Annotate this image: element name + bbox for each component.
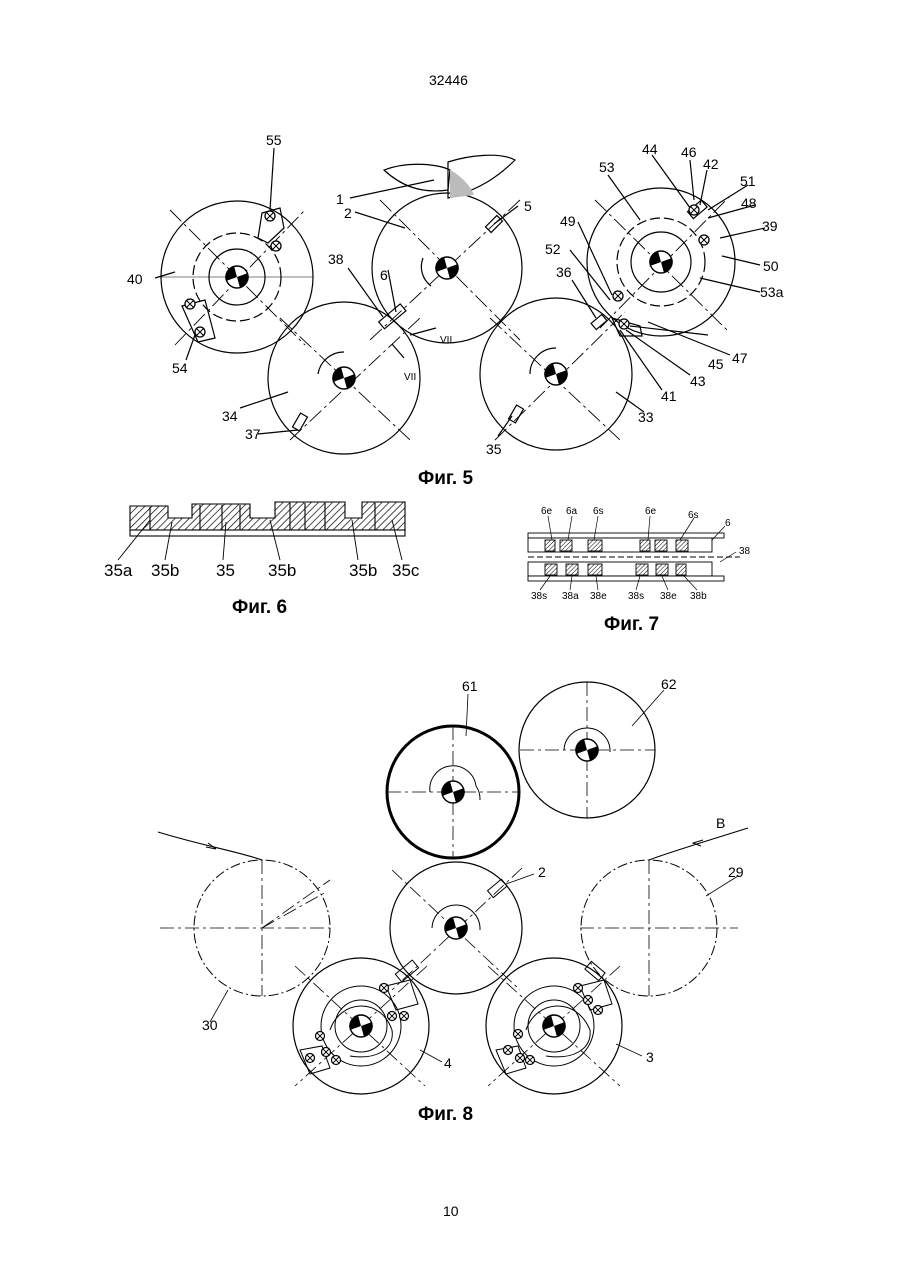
fig5-label-34: 34 xyxy=(222,408,238,424)
fig7-label-6a: 6a xyxy=(566,506,578,517)
fig7-label-6: 6 xyxy=(725,518,731,529)
page-number: 10 xyxy=(443,1203,459,1219)
figure-5-caption: Фиг. 5 xyxy=(418,468,473,490)
fig8-label-3: 3 xyxy=(646,1049,654,1065)
fig8-label-61: 61 xyxy=(462,678,478,694)
fig5-label-49: 49 xyxy=(560,213,576,229)
fig6-label-35: 35 xyxy=(216,561,235,580)
fig5-label-37: 37 xyxy=(245,426,261,442)
fig5-label-6: 6 xyxy=(380,267,388,283)
fig5-label-38: 38 xyxy=(328,251,344,267)
fig7-label-38e-2: 38e xyxy=(660,591,677,602)
fig5-label-vii-lower: VII xyxy=(404,372,416,383)
fig6-label-35b-2: 35b xyxy=(268,561,296,580)
fig6-label-35a: 35a xyxy=(104,561,133,580)
fig5-label-44: 44 xyxy=(642,141,658,157)
fig7-label-38s-2: 38s xyxy=(628,591,644,602)
fig5-label-43: 43 xyxy=(690,373,706,389)
fig6-label-35b-1: 35b xyxy=(151,561,179,580)
fig5-label-5: 5 xyxy=(524,198,532,214)
fig7-label-38b: 38b xyxy=(690,591,707,602)
fig5-label-54: 54 xyxy=(172,360,188,376)
fig8-label-B: B xyxy=(716,815,725,831)
fig7-label-38s-1: 38s xyxy=(531,591,547,602)
fig5-label-vii-upper: VII xyxy=(440,335,452,346)
fig5-label-36: 36 xyxy=(556,264,572,280)
fig5-label-48: 48 xyxy=(741,195,757,211)
fig5-label-53: 53 xyxy=(599,159,615,175)
fig8-label-2: 2 xyxy=(538,864,546,880)
fig8-label-62: 62 xyxy=(661,676,677,692)
fig8-label-30: 30 xyxy=(202,1017,218,1033)
fig8-label-29: 29 xyxy=(728,864,744,880)
fig5-label-2: 2 xyxy=(344,205,352,221)
fig7-label-6e-1: 6e xyxy=(541,506,553,517)
fig7-label-38e-1: 38e xyxy=(590,591,607,602)
fig5-label-33: 33 xyxy=(638,409,654,425)
fig5-label-55: 55 xyxy=(266,132,282,148)
figure-8-caption: Фиг. 8 xyxy=(418,1104,473,1126)
fig5-label-1: 1 xyxy=(336,191,344,207)
fig5-label-42: 42 xyxy=(703,156,719,172)
figure-5-drawing: 55 1 2 5 53 44 46 42 51 48 39 49 52 50 3… xyxy=(0,0,900,470)
fig6-label-35c: 35c xyxy=(392,561,420,580)
fig5-label-52: 52 xyxy=(545,241,561,257)
fig7-label-6e-2: 6e xyxy=(645,506,657,517)
figure-7-caption: Фиг. 7 xyxy=(604,614,659,636)
fig5-label-53a: 53a xyxy=(760,284,784,300)
fig5-label-40: 40 xyxy=(127,271,143,287)
fig5-label-47: 47 xyxy=(732,350,748,366)
fig8-label-4: 4 xyxy=(444,1055,452,1071)
fig5-label-39: 39 xyxy=(762,218,778,234)
fig7-label-38a: 38a xyxy=(562,591,579,602)
fig7-label-38: 38 xyxy=(739,546,751,557)
fig7-label-6s-1: 6s xyxy=(593,506,604,517)
fig7-label-6s-2: 6s xyxy=(688,510,699,521)
fig5-label-46: 46 xyxy=(681,144,697,160)
fig5-label-51: 51 xyxy=(740,173,756,189)
fig6-label-35b-3: 35b xyxy=(349,561,377,580)
figure-6-caption: Фиг. 6 xyxy=(232,597,287,619)
fig5-label-50: 50 xyxy=(763,258,779,274)
fig5-label-45: 45 xyxy=(708,356,724,372)
fig5-label-35: 35 xyxy=(486,441,502,457)
fig5-label-41: 41 xyxy=(661,388,677,404)
